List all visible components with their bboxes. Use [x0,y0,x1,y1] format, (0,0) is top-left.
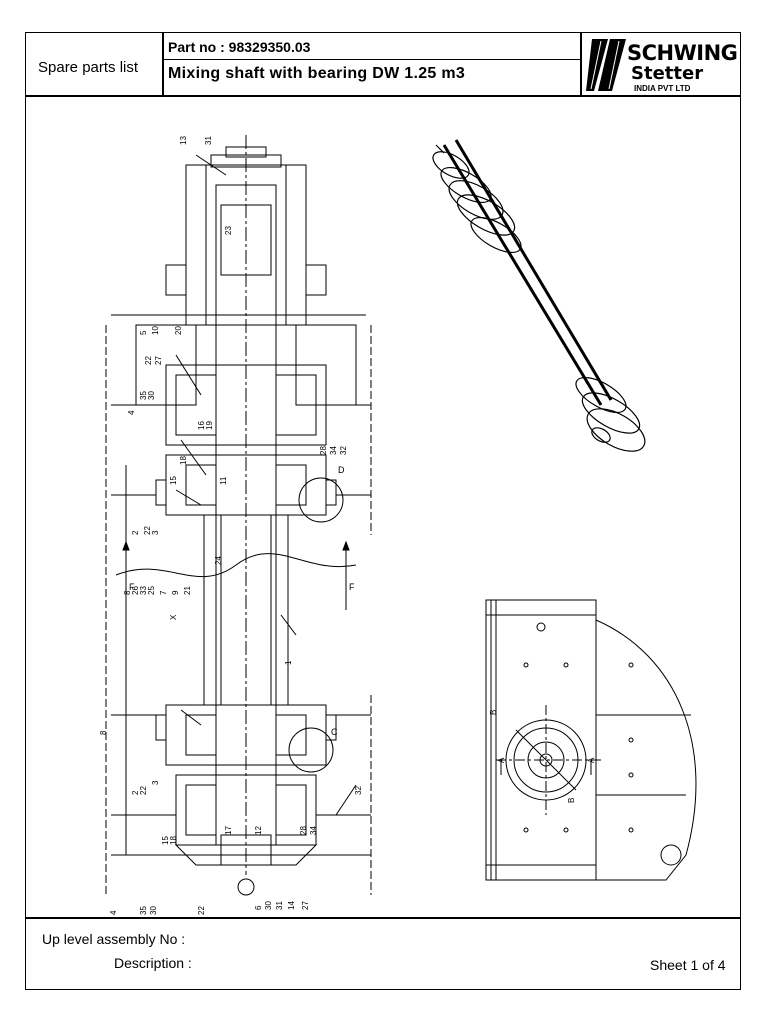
svg-text:23: 23 [224,226,233,235]
svg-text:19: 19 [205,421,214,430]
document-title: Mixing shaft with bearing DW 1.25 m3 [168,65,466,82]
logo-mark-icon [586,39,626,91]
svg-text:A: A [497,757,506,763]
svg-text:10: 10 [151,326,160,335]
svg-text:27: 27 [154,356,163,365]
technical-drawing: 13 31 23 5 10 20 22 27 35 30 4 16 19 11 … [99,135,697,915]
svg-text:34: 34 [309,826,318,835]
header-mid-line [162,59,580,60]
svg-text:22: 22 [143,526,152,535]
svg-text:14: 14 [287,901,296,910]
svg-text:1: 1 [284,660,293,665]
svg-text:34: 34 [329,446,338,455]
drawing-sheet: Spare parts list Part no : 98329350.03 M… [25,32,741,990]
svg-text:26: 26 [131,586,140,595]
svg-text:2: 2 [131,530,140,535]
footer-top-line [26,917,740,919]
svg-text:C: C [331,727,338,737]
svg-text:30: 30 [147,391,156,400]
svg-text:17: 17 [224,826,233,835]
logo-sub: Stetter [631,63,704,84]
svg-text:32: 32 [354,786,363,795]
svg-text:21: 21 [183,586,192,595]
callout-numbers: 13 31 23 5 10 20 22 27 35 30 4 16 19 11 … [99,136,363,915]
svg-text:B: B [489,710,498,715]
description-label: Description : [114,955,192,971]
header-divider-logo [580,33,582,95]
svg-text:24: 24 [214,556,223,565]
svg-text:8: 8 [123,590,132,595]
svg-text:22: 22 [139,786,148,795]
svg-text:15: 15 [161,836,170,845]
svg-text:13: 13 [179,136,188,145]
svg-text:31: 31 [204,136,213,145]
svg-text:12: 12 [254,826,263,835]
svg-text:18: 18 [169,836,178,845]
svg-text:4: 4 [127,410,136,415]
svg-text:3: 3 [151,530,160,535]
svg-text:B: B [567,798,576,803]
sheet-number: Sheet 1 of 4 [650,957,726,973]
up-level-assembly-label: Up level assembly No : [42,931,186,947]
logo-country: INDIA PVT LTD [634,84,691,93]
svg-text:X: X [169,614,178,620]
svg-text:9: 9 [171,590,180,595]
svg-text:F: F [129,582,135,592]
svg-text:33: 33 [139,586,148,595]
logo-brand: SCHWING [627,41,738,65]
svg-text:16: 16 [197,421,206,430]
part-number: Part no : 98329350.03 [168,39,311,55]
svg-text:2: 2 [131,790,140,795]
svg-text:F: F [349,582,355,592]
svg-text:22: 22 [144,356,153,365]
svg-text:6: 6 [254,905,263,910]
svg-text:30: 30 [149,906,158,915]
svg-text:28: 28 [319,446,328,455]
header-bottom-line [26,95,740,97]
svg-text:7: 7 [159,590,168,595]
svg-text:28: 28 [299,826,308,835]
svg-text:18: 18 [179,456,188,465]
svg-text:4: 4 [109,910,118,915]
svg-text:31: 31 [275,901,284,910]
plan-view [485,599,697,881]
svg-text:15: 15 [169,476,178,485]
isometric-view [432,139,646,452]
svg-text:20: 20 [174,326,183,335]
spare-parts-list-label: Spare parts list [38,59,139,76]
svg-text:8: 8 [99,730,108,735]
svg-text:32: 32 [339,446,348,455]
svg-text:11: 11 [219,476,228,485]
svg-text:A: A [587,757,596,763]
svg-text:35: 35 [139,391,148,400]
svg-text:5: 5 [139,330,148,335]
svg-text:22: 22 [197,906,206,915]
header-divider-left [162,33,164,95]
company-logo: SCHWING Stetter INDIA PVT LTD [582,33,742,95]
svg-text:30: 30 [264,901,273,910]
svg-text:3: 3 [151,780,160,785]
svg-text:27: 27 [301,901,310,910]
svg-text:D: D [338,465,345,475]
svg-text:35: 35 [139,906,148,915]
svg-text:25: 25 [147,586,156,595]
